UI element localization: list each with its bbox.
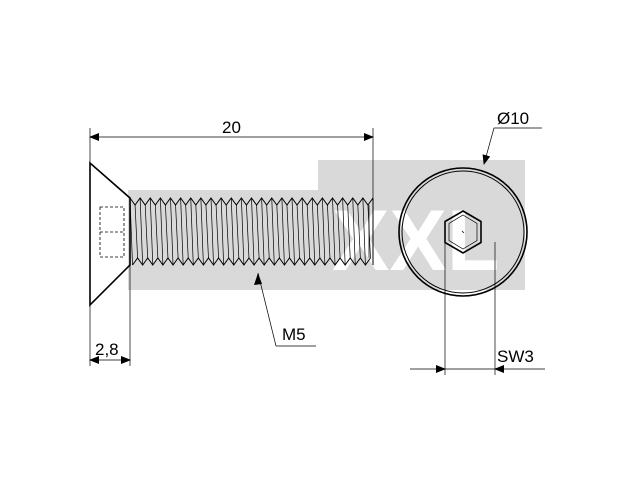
thread-root-line [327, 204, 331, 259]
thread-helix-line [200, 197, 204, 266]
head-height-label: 2,8 [95, 340, 119, 359]
watermark: XXL [128, 160, 525, 290]
thread-root-line [266, 204, 270, 259]
thread-helix-line [160, 197, 164, 266]
thread-helix-line [322, 197, 326, 266]
thread-helix-line [241, 197, 245, 266]
thread-root-line [175, 204, 179, 259]
hex-socket [444, 210, 482, 254]
end-view [398, 167, 528, 297]
thread-root-line [276, 204, 280, 259]
thread-root-line [185, 204, 189, 259]
thread-helix-line [332, 197, 336, 266]
thread-helix-line [230, 197, 235, 266]
thread-helix-line [311, 197, 316, 266]
thread-helix-line [301, 197, 306, 266]
thread-helix-line [220, 197, 225, 266]
thread-root-line [256, 204, 260, 259]
thread-helix-line [291, 197, 295, 266]
thread-label: M5 [282, 325, 306, 344]
socket-size-label: SW3 [497, 347, 534, 366]
thread-root-line [357, 204, 361, 259]
thread-root-line [154, 204, 159, 259]
thread-helix-line [281, 197, 285, 266]
thread-root-line [134, 204, 138, 259]
thread-root-line [306, 204, 311, 259]
thread-bottom-profile [132, 257, 371, 266]
thread-root-line [246, 204, 250, 259]
thread-helix-line [139, 197, 144, 266]
thread-helix-line [261, 197, 265, 266]
thread-helix-line [271, 197, 275, 266]
watermark-band-right [318, 160, 525, 290]
thread-helix-line [210, 197, 214, 266]
dimension-socket-size: SW3 [410, 242, 545, 375]
side-view [89, 161, 374, 307]
thread-helix-line [149, 197, 154, 266]
thread-helix-line [180, 197, 184, 266]
thread-root-line [337, 204, 341, 259]
thread-helix-line [362, 197, 366, 266]
thread-helix-line [190, 197, 194, 266]
thread-root-line [286, 204, 290, 259]
dimension-length: 20 [89, 118, 374, 198]
thread-helix-line [352, 197, 356, 266]
head-inner-circle [401, 170, 525, 294]
thread-section [129, 197, 374, 266]
thread-root-line [144, 204, 149, 259]
thread-root-line [215, 204, 219, 259]
thread-root-line [316, 204, 321, 259]
length-label: 20 [222, 118, 241, 137]
head-outer-circle [398, 167, 528, 297]
thread-root-line [296, 204, 300, 259]
dimension-head-height: 2,8 [89, 265, 131, 366]
dimension-head-diameter: Ø10 [482, 109, 542, 165]
thread-helix-line [251, 197, 255, 266]
hex-socket-inner [448, 214, 478, 250]
thread-callout: M5 [254, 272, 316, 347]
thread-helix-line [170, 197, 174, 266]
thread-root-line [235, 204, 240, 259]
thread-helix-line [342, 197, 346, 266]
head-diameter-label: Ø10 [497, 109, 529, 128]
thread-root-line [165, 204, 169, 259]
thread-root-line [205, 204, 209, 259]
thread-root-line [347, 204, 351, 259]
thread-root-line [225, 204, 230, 259]
thread-root-line [195, 204, 199, 259]
